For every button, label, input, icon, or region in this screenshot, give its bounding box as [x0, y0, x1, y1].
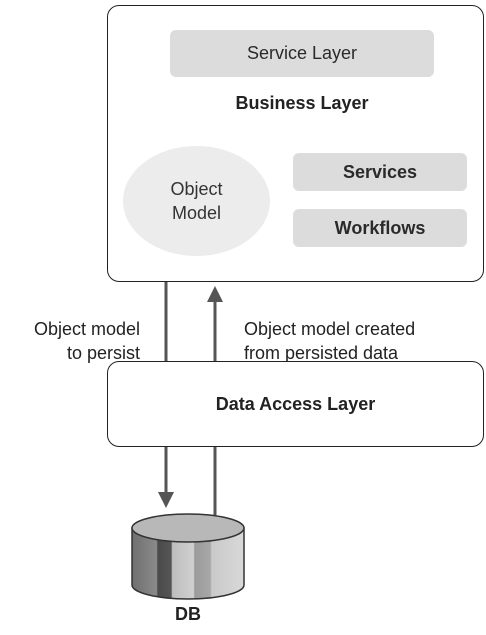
services-box: Services: [293, 153, 467, 191]
service-layer-label: Service Layer: [246, 43, 358, 63]
retrieve-flow-label: Object model created from persisted data: [244, 317, 415, 365]
persist-flow-line1: Object model: [33, 319, 140, 339]
services-label: Services: [342, 161, 418, 182]
service-layer-box: Service Layer: [170, 30, 434, 77]
up-arrow-head: [207, 286, 223, 302]
data-access-layer-label: Data Access Layer: [215, 393, 376, 414]
object-model-ellipse: Object Model: [123, 146, 270, 256]
database-icon: [131, 513, 245, 600]
workflows-box: Workflows: [293, 209, 467, 247]
database-label: DB: [175, 604, 201, 624]
object-model-label-line2: Model: [171, 203, 222, 223]
retrieve-flow-line1: Object model created: [244, 319, 416, 339]
down-arrow-head: [158, 492, 174, 508]
object-model-label-line1: Object: [170, 179, 223, 199]
persist-flow-label: Object model to persist: [34, 317, 140, 365]
workflows-label: Workflows: [334, 217, 426, 238]
business-layer-title: Business Layer: [235, 93, 369, 113]
persist-flow-line2: to persist: [66, 343, 140, 363]
retrieve-flow-line2: from persisted data: [244, 343, 399, 363]
data-access-layer-box: Data Access Layer: [107, 361, 484, 447]
